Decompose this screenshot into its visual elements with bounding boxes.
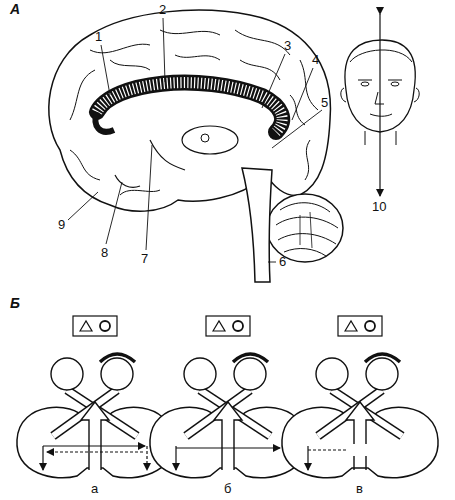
callout-number: 10	[372, 200, 386, 214]
output-arrow	[42, 446, 43, 470]
split-brain-panel	[17, 316, 173, 478]
eye	[366, 358, 398, 390]
transfer-arrow	[47, 451, 143, 452]
stimulus-box	[338, 316, 382, 336]
stimulus-box	[73, 316, 117, 336]
leader-lines	[68, 18, 322, 262]
callout-number: 4	[312, 53, 319, 67]
eye	[234, 358, 266, 390]
optic-pathway	[318, 390, 382, 436]
triangle-symbol	[213, 321, 225, 331]
eyelid	[100, 354, 135, 362]
brain-section	[49, 10, 331, 211]
section-letter: Б	[10, 296, 20, 310]
callout-number: 5	[321, 96, 328, 110]
stimulus-box	[206, 316, 250, 336]
panel-letter: а	[91, 482, 98, 496]
output-arrow	[146, 446, 147, 470]
callout-number: 8	[101, 246, 108, 260]
corpus-callosum	[97, 83, 282, 132]
eyelid	[365, 354, 400, 362]
panel-letter: б	[224, 482, 231, 496]
thalamus	[182, 126, 238, 154]
hollow-arrow	[81, 402, 109, 470]
interthalamic-adhesion	[201, 134, 209, 142]
optic-pathway	[186, 390, 250, 436]
hollow-arrow	[214, 402, 242, 470]
section-letter: А	[10, 2, 20, 16]
circle-symbol	[233, 321, 243, 331]
fornix	[150, 140, 185, 170]
optic-pathway-inner	[53, 390, 117, 436]
eye	[184, 358, 216, 390]
triangle-symbol	[80, 321, 92, 331]
callout-number: 3	[284, 39, 291, 53]
eyelid	[233, 354, 268, 362]
eye	[101, 358, 133, 390]
circle-symbol	[100, 321, 110, 331]
corpus-callosum-genu	[96, 112, 114, 132]
hollow-arrow	[346, 402, 374, 470]
brainstem	[242, 168, 272, 282]
blocked-transfer	[308, 449, 348, 450]
head-figure	[341, 14, 419, 196]
split-brain-panel	[282, 316, 438, 478]
callout-number: 9	[58, 218, 65, 232]
optic-chiasm	[115, 175, 140, 187]
optic-pathway-inner	[186, 390, 250, 436]
callout-number: 7	[141, 252, 148, 266]
output-arrow	[175, 446, 176, 470]
cerebellum	[267, 194, 343, 262]
callout-number: 6	[279, 255, 286, 269]
callout-number: 2	[159, 3, 166, 17]
callout-number: 1	[95, 30, 102, 44]
eye	[51, 358, 83, 390]
corpus-callosum-hatching	[97, 83, 282, 132]
optic-pathway-inner	[318, 390, 382, 436]
split-brain-panel	[150, 316, 306, 478]
panel-letter: в	[356, 482, 363, 496]
triangle-symbol	[345, 321, 357, 331]
optic-pathway	[53, 390, 117, 436]
circle-symbol	[365, 321, 375, 331]
transfer-arrow	[43, 445, 145, 446]
transfer-arrow	[176, 447, 280, 448]
eye	[316, 358, 348, 390]
